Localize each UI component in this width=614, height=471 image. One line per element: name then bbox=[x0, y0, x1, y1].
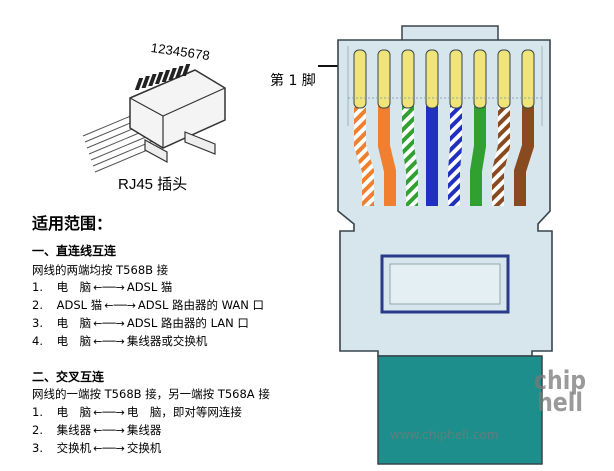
crossover-item-3: 3. 交换机←──→交换机 bbox=[32, 440, 161, 456]
pin1-label: 第 1 脚 bbox=[270, 73, 316, 89]
usage-title: 适用范围： bbox=[32, 214, 113, 233]
crossover-item-1: 1. 电 脑←──→电 脑，即对等网连接 bbox=[32, 404, 242, 420]
gold-contacts bbox=[353, 49, 535, 109]
item-from: 电 脑 bbox=[56, 405, 92, 419]
item-to: 电 脑，即对等网连接 bbox=[126, 405, 242, 419]
double-arrow-icon: ←──→ bbox=[104, 299, 136, 312]
wire-2 bbox=[378, 106, 396, 206]
plug-caption: RJ45 插头 bbox=[118, 176, 188, 193]
double-arrow-icon: ←──→ bbox=[93, 281, 125, 294]
item-from: 电 脑 bbox=[56, 334, 92, 348]
wire-8 bbox=[514, 106, 534, 206]
double-arrow-icon: ←──→ bbox=[93, 335, 125, 348]
item-from: 电 脑 bbox=[56, 316, 92, 330]
rj45-plug-illustration bbox=[75, 40, 265, 180]
wire-3 bbox=[402, 106, 418, 206]
item-number: 2. bbox=[32, 423, 43, 437]
wire-7 bbox=[492, 106, 510, 206]
wire-group bbox=[354, 106, 534, 206]
item-number: 1. bbox=[32, 405, 43, 419]
item-from: ADSL 猫 bbox=[56, 298, 103, 312]
item-to: 集线器或交换机 bbox=[126, 334, 208, 348]
cable-jacket bbox=[377, 355, 543, 465]
double-arrow-icon: ←──→ bbox=[93, 424, 125, 437]
straight-item-2: 2. ADSL 猫←──→ADSL 路由器的 WAN 口 bbox=[32, 297, 264, 313]
item-number: 1. bbox=[32, 280, 43, 294]
item-number: 3. bbox=[32, 441, 43, 455]
crossover-heading: 二、交叉互连 bbox=[32, 370, 105, 384]
item-number: 3. bbox=[32, 316, 43, 330]
item-from: 集线器 bbox=[56, 423, 92, 437]
wire-6 bbox=[470, 106, 486, 206]
rj45-plug-drawing bbox=[82, 64, 226, 173]
item-to: ADSL 路由器的 LAN 口 bbox=[126, 316, 249, 330]
double-arrow-icon: ←──→ bbox=[93, 406, 125, 419]
chiphell-logo: chip hell bbox=[533, 366, 587, 418]
item-to: 集线器 bbox=[126, 423, 162, 437]
item-to: 交换机 bbox=[126, 441, 162, 455]
item-number: 4. bbox=[32, 334, 43, 348]
double-arrow-icon: ←──→ bbox=[93, 442, 125, 455]
item-to: ADSL 猫 bbox=[126, 280, 173, 294]
straight-item-1: 1. 电 脑←──→ADSL 猫 bbox=[32, 279, 172, 295]
item-from: 交换机 bbox=[56, 441, 92, 455]
straight-rule: 网线的两端均按 T568B 接 bbox=[32, 263, 169, 277]
item-from: 电 脑 bbox=[56, 280, 92, 294]
straight-item-3: 3. 电 脑←──→ADSL 路由器的 LAN 口 bbox=[32, 315, 249, 331]
item-number: 2. bbox=[32, 298, 43, 312]
straight-item-4: 4. 电 脑←──→集线器或交换机 bbox=[32, 333, 207, 349]
wire-1 bbox=[354, 106, 374, 206]
rj45-connector-diagram bbox=[337, 25, 553, 465]
crossover-rule: 网线的一端按 T568B 接，另一端按 T568A 接 bbox=[32, 387, 270, 401]
item-to: ADSL 路由器的 WAN 口 bbox=[137, 298, 265, 312]
wire-5 bbox=[448, 106, 462, 206]
watermark-url: www.chiphell.com bbox=[390, 428, 499, 442]
double-arrow-icon: ←──→ bbox=[93, 317, 125, 330]
straight-heading: 一、直连线互连 bbox=[32, 244, 117, 258]
crossover-item-2: 2. 集线器←──→集线器 bbox=[32, 422, 161, 438]
